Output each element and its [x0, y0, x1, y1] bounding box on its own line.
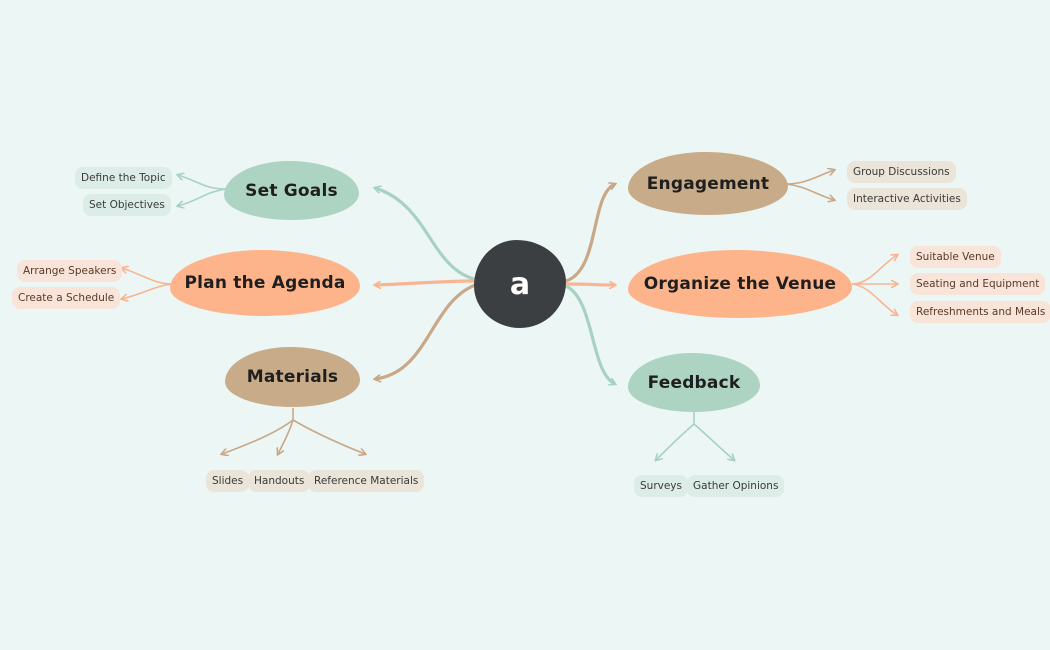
subtopic-handouts[interactable]: Handouts	[248, 470, 311, 492]
link-set-goals	[375, 188, 479, 282]
topic-engagement[interactable]: Engagement	[628, 152, 788, 215]
link-feedback	[565, 284, 615, 384]
subtopic-interactive-activities[interactable]: Interactive Activities	[847, 188, 967, 210]
subtopic-arrange-speakers[interactable]: Arrange Speakers	[17, 260, 123, 282]
subtopic-slides[interactable]: Slides	[206, 470, 250, 492]
link-engagement	[565, 184, 615, 283]
subtopic-surveys[interactable]: Surveys	[634, 475, 688, 497]
subtopic-suitable-venue[interactable]: Suitable Venue	[910, 246, 1001, 268]
topic-plan-agenda[interactable]: Plan the Agenda	[170, 250, 360, 316]
link-venue	[565, 284, 615, 285]
subtopic-reference-materials[interactable]: Reference Materials	[308, 470, 425, 492]
topic-materials[interactable]: Materials	[225, 347, 360, 407]
central-topic[interactable]: a	[474, 240, 566, 328]
topic-set-goals[interactable]: Set Goals	[224, 161, 359, 220]
subtopic-group-discussions[interactable]: Group Discussions	[847, 161, 956, 183]
subtopic-create-schedule[interactable]: Create a Schedule	[12, 287, 121, 309]
subtopic-gather-opinions[interactable]: Gather Opinions	[687, 475, 785, 497]
link-plan-agenda	[375, 279, 477, 285]
subtopic-define-topic[interactable]: Define the Topic	[75, 167, 172, 189]
link-materials	[375, 282, 479, 379]
subtopic-set-objectives[interactable]: Set Objectives	[83, 194, 171, 216]
subtopic-refreshments-meals[interactable]: Refreshments and Meals	[910, 301, 1050, 323]
topic-feedback[interactable]: Feedback	[628, 353, 760, 412]
topic-organize-venue[interactable]: Organize the Venue	[628, 250, 852, 318]
subtopic-seating-equipment[interactable]: Seating and Equipment	[910, 273, 1046, 295]
